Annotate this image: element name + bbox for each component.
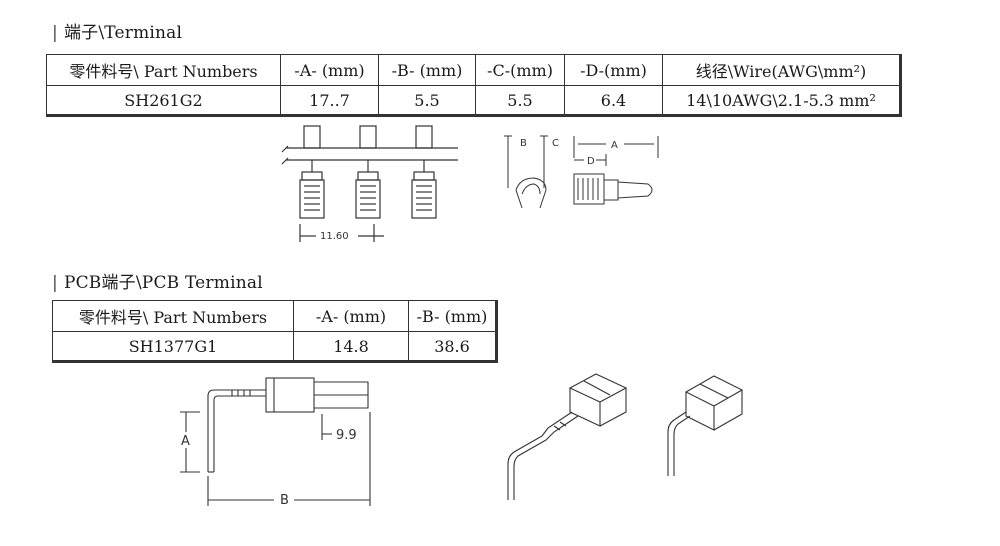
- table-row: SH1377G1 14.8 38.6: [52, 331, 497, 362]
- cell-b: 38.6: [408, 331, 497, 362]
- title-divider: |: [52, 23, 58, 43]
- header-c: -C-(mm): [475, 54, 565, 86]
- header-b: -B- (mm): [408, 300, 497, 332]
- terminal-strip-drawing: 11.60: [281, 125, 458, 242]
- cell-a: 17..7: [280, 85, 379, 116]
- cell-wire: 14\10AWG\2.1-5.3 mm²: [662, 85, 901, 116]
- terminal-1: [299, 125, 325, 219]
- table-header-row: 零件料号\ Part Numbers -A- (mm) -B- (mm) -C-…: [46, 54, 901, 86]
- pitch-label: 11.60: [320, 231, 349, 242]
- cell-b: 5.5: [378, 85, 476, 116]
- pcb-terminal-iso-right: [667, 375, 744, 476]
- dim-b-label: B: [520, 138, 527, 149]
- pcb-section-title: |PCB端子\PCB Terminal: [52, 268, 263, 293]
- terminal-2: [355, 125, 381, 219]
- cell-a: 14.8: [293, 331, 409, 362]
- terminal-3: [411, 125, 437, 219]
- table-header-row: 零件料号\ Part Numbers -A- (mm) -B- (mm): [52, 300, 497, 332]
- pcb-spec-table: 零件料号\ Part Numbers -A- (mm) -B- (mm) SH1…: [52, 300, 498, 363]
- title-divider: |: [52, 273, 58, 293]
- terminal-title-text: 端子\Terminal: [63, 23, 183, 43]
- dim-d-label: D: [587, 156, 595, 167]
- pcb-dim-b-label: B: [280, 493, 289, 508]
- header-part-numbers: 零件料号\ Part Numbers: [52, 300, 294, 332]
- header-d: -D-(mm): [564, 54, 663, 86]
- terminal-spec-table: 零件料号\ Part Numbers -A- (mm) -B- (mm) -C-…: [46, 54, 902, 117]
- table-row: SH261G2 17..7 5.5 5.5 6.4 14\10AWG\2.1-5…: [46, 85, 901, 116]
- cell-d: 6.4: [564, 85, 663, 116]
- pcb-dim-a-label: A: [181, 434, 190, 449]
- pcb-title-text: PCB端子\PCB Terminal: [63, 273, 263, 293]
- pcb-terminal-iso-left: [507, 373, 628, 500]
- header-a: -A- (mm): [280, 54, 379, 86]
- pcb-terminal-dim-drawing: A B 9.9: [180, 377, 371, 508]
- dim-c-label: C: [552, 138, 559, 149]
- terminal-section-title: |端子\Terminal: [52, 18, 182, 43]
- header-b: -B- (mm): [378, 54, 476, 86]
- cell-c: 5.5: [475, 85, 565, 116]
- header-part-numbers: 零件料号\ Part Numbers: [46, 54, 281, 86]
- header-a: -A- (mm): [293, 300, 409, 332]
- cell-part-number: SH1377G1: [52, 331, 294, 362]
- pcb-offset-label: 9.9: [336, 428, 357, 443]
- header-wire: 线径\Wire(AWG\mm²): [662, 54, 901, 86]
- terminal-side-view-drawing: B C A D: [504, 135, 659, 209]
- dim-a-label: A: [611, 140, 618, 151]
- cell-part-number: SH261G2: [46, 85, 281, 116]
